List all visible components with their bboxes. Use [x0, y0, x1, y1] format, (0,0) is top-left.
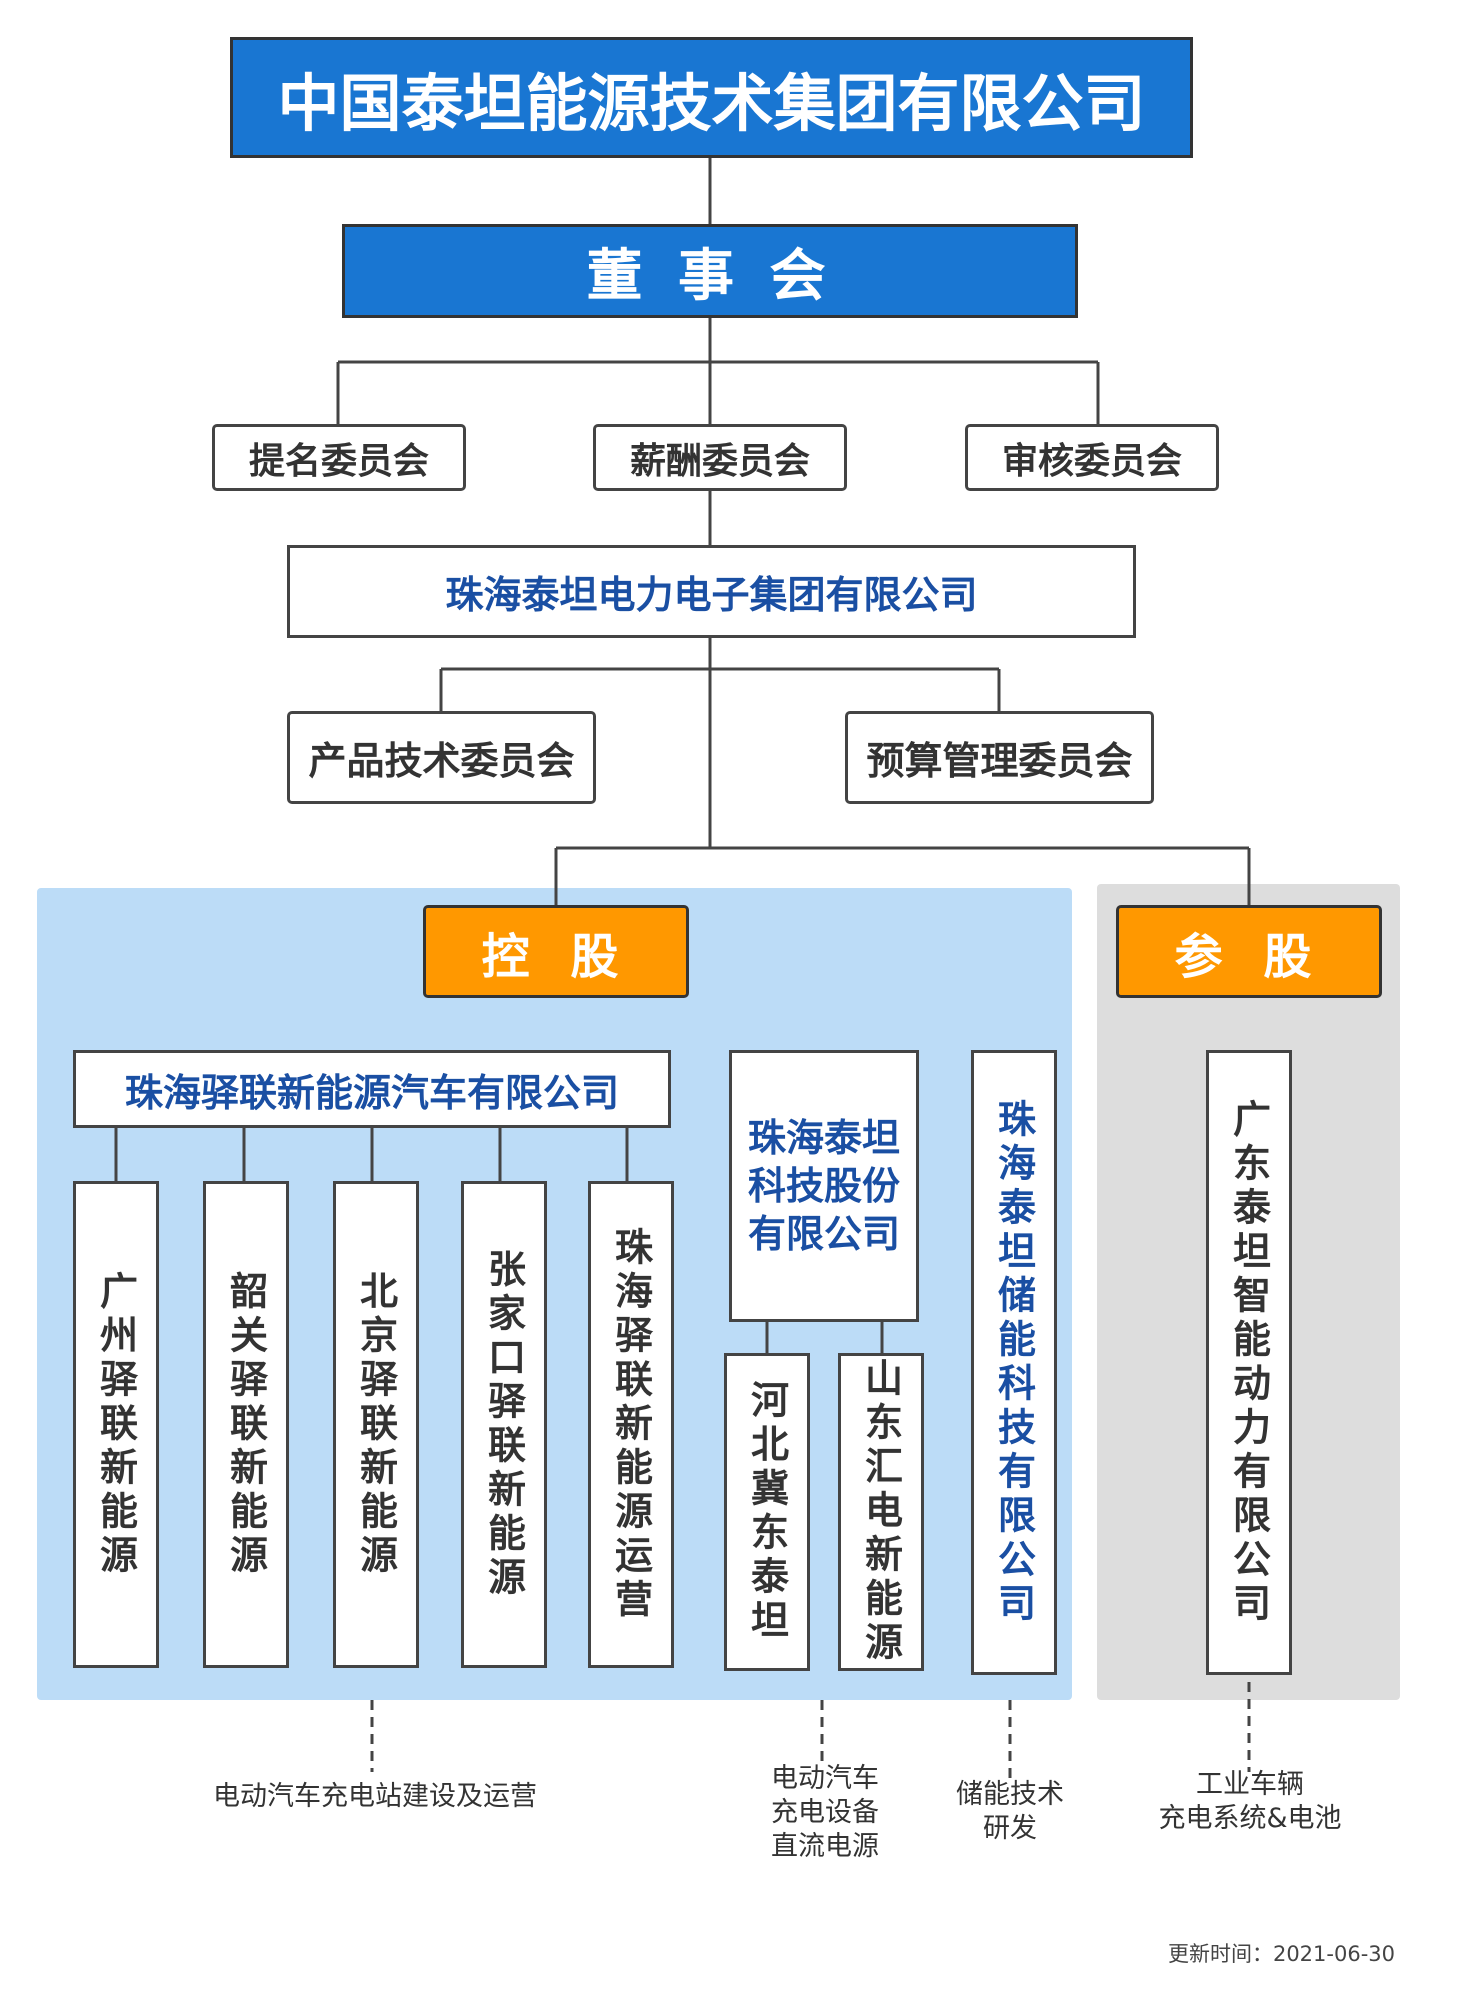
updated-timestamp-text: 更新时间：2021-06-30	[1167, 1942, 1395, 1966]
storage-company-label: 珠海泰坦储能科技有限公司	[991, 1098, 1036, 1627]
nomination-committee-label: 提名委员会	[248, 440, 429, 482]
nomination-committee: 提名委员会	[212, 424, 466, 491]
remuneration-committee: 薪酬委员会	[593, 424, 847, 491]
branch-shaoguan: 韶关驿联新能源	[203, 1181, 289, 1668]
branch-hebei: 河北冀东泰坦	[724, 1353, 810, 1671]
storage-company-box: 珠海泰坦储能科技有限公司	[971, 1050, 1057, 1675]
audit-committee-label: 审核委员会	[1001, 440, 1182, 482]
titan-tech-label-line-1: 珠海泰坦	[747, 1116, 900, 1160]
branch-zhangjiakou: 张家口驿联新能源	[461, 1181, 547, 1668]
branch-shandong: 山东汇电新能源	[838, 1353, 924, 1671]
branch-guangzhou: 广州驿联新能源	[73, 1181, 159, 1668]
branch-beijing-label: 北京驿联新能源	[353, 1270, 398, 1579]
board-box: 董 事 会	[342, 224, 1078, 318]
main-subsidiary-label: 珠海泰坦电力电子集团有限公司	[445, 573, 978, 617]
caption-industrial: 工业车辆 充电系统&电池	[1120, 1768, 1380, 1836]
branch-shandong-label: 山东汇电新能源	[858, 1358, 903, 1666]
caption-equipment-line-1: 电动汽车	[771, 1763, 879, 1794]
yilian-company-box: 珠海驿联新能源汽车有限公司	[73, 1050, 671, 1128]
audit-committee: 审核委员会	[965, 424, 1219, 491]
participation-label: 参 股	[1174, 928, 1324, 985]
branch-guangzhou-label: 广州驿联新能源	[93, 1270, 138, 1579]
product-tech-committee: 产品技术委员会	[287, 711, 596, 804]
group-company-title: 中国泰坦能源技术集团有限公司	[230, 37, 1193, 158]
titan-tech-label-line-2: 科技股份	[747, 1164, 900, 1208]
budget-committee: 预算管理委员会	[845, 711, 1154, 804]
caption-equipment-line-3: 直流电源	[771, 1831, 879, 1862]
caption-charging-text: 电动汽车充电站建设及运营	[213, 1781, 537, 1812]
yilian-company-label: 珠海驿联新能源汽车有限公司	[124, 1070, 619, 1115]
branch-hebei-label: 河北冀东泰坦	[744, 1380, 789, 1644]
caption-equipment: 电动汽车 充电设备 直流电源	[720, 1762, 930, 1864]
caption-equipment-line-2: 充电设备	[771, 1797, 879, 1828]
caption-storage-rd: 储能技术 研发	[920, 1778, 1100, 1846]
caption-industrial-line-2: 充电系统&电池	[1158, 1803, 1342, 1834]
remuneration-committee-label: 薪酬委员会	[629, 440, 810, 482]
holding-label: 控 股	[481, 928, 631, 985]
participation-company-box: 广东泰坦智能动力有限公司	[1206, 1050, 1292, 1675]
branch-shaoguan-label: 韶关驿联新能源	[223, 1270, 268, 1579]
branch-zhuhai-operation: 珠海驿联新能源运营	[588, 1181, 674, 1668]
caption-industrial-line-1: 工业车辆	[1196, 1769, 1304, 1800]
board-label: 董 事 会	[586, 243, 834, 309]
holding-label-box: 控 股	[423, 905, 689, 998]
participation-label-box: 参 股	[1116, 905, 1382, 998]
caption-storage-rd-line-1: 储能技术	[956, 1779, 1064, 1810]
branch-beijing: 北京驿联新能源	[333, 1181, 419, 1668]
main-subsidiary-box: 珠海泰坦电力电子集团有限公司	[287, 545, 1136, 638]
branch-zhuhai-operation-label: 珠海驿联新能源运营	[608, 1226, 653, 1623]
updated-timestamp: 更新时间：2021-06-30	[1120, 1938, 1395, 1968]
participation-company-label: 广东泰坦智能动力有限公司	[1226, 1098, 1271, 1627]
titan-tech-label-line-3: 有限公司	[747, 1212, 900, 1256]
titan-tech-box: 珠海泰坦 科技股份 有限公司	[729, 1050, 919, 1322]
group-company-label: 中国泰坦能源技术集团有限公司	[277, 66, 1146, 140]
budget-committee-label: 预算管理委员会	[866, 739, 1133, 783]
caption-storage-rd-line-2: 研发	[983, 1813, 1037, 1844]
caption-charging: 电动汽车充电站建设及运营	[160, 1780, 590, 1814]
product-tech-committee-label: 产品技术委员会	[308, 739, 575, 783]
branch-zhangjiakou-label: 张家口驿联新能源	[481, 1248, 526, 1601]
